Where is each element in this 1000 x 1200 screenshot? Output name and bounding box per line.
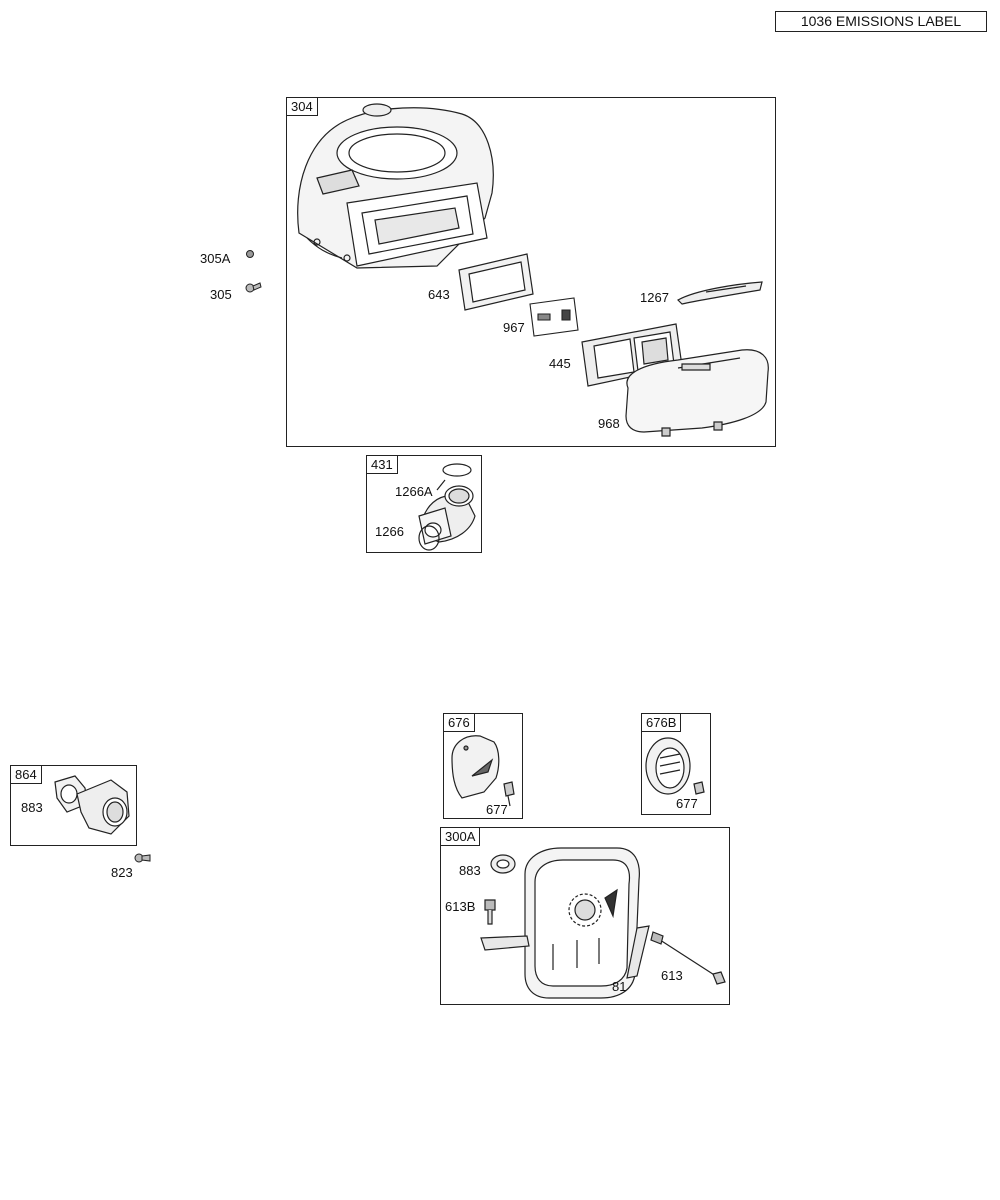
label-883-manifold: 883 xyxy=(21,800,43,815)
group-ref-431: 431 xyxy=(367,456,398,474)
group-ref-676b: 676B xyxy=(642,714,682,732)
label-677-676: 677 xyxy=(486,802,508,817)
muffler-group: 300A 883 613B 81 613 xyxy=(440,827,730,1005)
label-968: 968 xyxy=(598,416,620,431)
muffler-guard-676-group: 676 677 xyxy=(443,713,523,819)
label-883-muffler: 883 xyxy=(459,863,481,878)
label-445: 445 xyxy=(549,356,571,371)
label-677-676b: 677 xyxy=(676,796,698,811)
muffler-guard-676b-group: 676B 677 xyxy=(641,713,711,815)
part-1267-drawing xyxy=(676,280,766,308)
screw-305-drawing xyxy=(244,281,262,295)
part-967-drawing xyxy=(528,296,580,340)
blower-housing-group: 304 xyxy=(286,97,776,447)
part-643-drawing xyxy=(457,252,537,314)
emissions-label: 1036 EMISSIONS LABEL xyxy=(775,11,987,32)
group-ref-864: 864 xyxy=(11,766,42,784)
muffler-guard-676-drawing xyxy=(444,714,524,820)
label-1266: 1266 xyxy=(375,524,404,539)
group-ref-676: 676 xyxy=(444,714,475,732)
screw-305a-drawing xyxy=(244,249,256,259)
label-1266a: 1266A xyxy=(395,484,433,499)
label-1267: 1267 xyxy=(640,290,669,305)
label-305a: 305A xyxy=(200,251,231,266)
group-ref-300a: 300A xyxy=(441,828,481,846)
muffler-drawing xyxy=(441,828,731,1006)
label-81: 81 xyxy=(612,979,627,994)
bolt-823-drawing xyxy=(134,852,152,864)
label-613b: 613B xyxy=(445,899,476,914)
blower-housing-drawing xyxy=(287,98,777,448)
intake-drawing xyxy=(367,456,483,554)
muffler-guard-676b-drawing xyxy=(642,714,712,816)
group-ref-304: 304 xyxy=(287,98,318,116)
exhaust-manifold-drawing xyxy=(11,766,138,847)
exhaust-manifold-group: 864 883 xyxy=(10,765,137,846)
label-823: 823 xyxy=(111,865,133,880)
label-643: 643 xyxy=(428,287,450,302)
intake-group: 431 1266A 1266 xyxy=(366,455,482,553)
label-613: 613 xyxy=(661,968,683,983)
part-968-drawing xyxy=(622,340,772,440)
label-305: 305 xyxy=(210,287,232,302)
label-967: 967 xyxy=(503,320,525,335)
